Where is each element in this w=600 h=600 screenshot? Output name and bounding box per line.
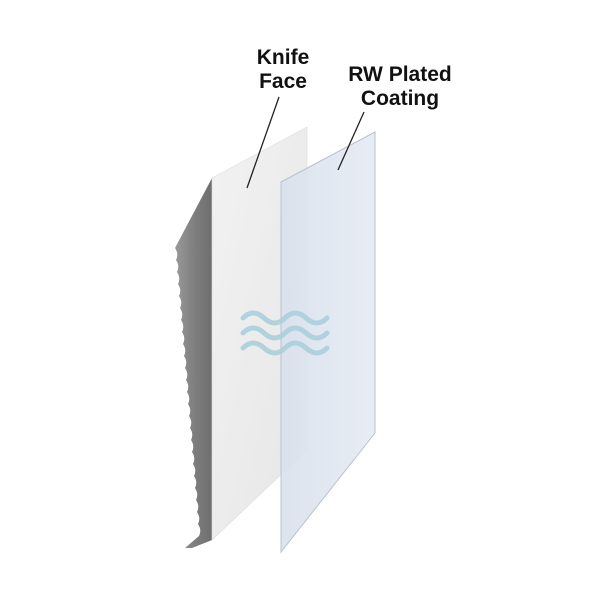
coating-label-line2: Coating xyxy=(360,87,440,110)
coating-label: RW Plated Coating xyxy=(330,63,470,111)
coating-layer xyxy=(280,131,376,554)
knife-face-label-line2: Face xyxy=(259,70,307,93)
knife-face-label-line1: Knife xyxy=(256,46,310,69)
water-waves-icon xyxy=(240,310,330,356)
coating-label-line1: RW Plated xyxy=(348,63,452,86)
coating-leader-line xyxy=(337,111,365,171)
knife-face-label: Knife Face xyxy=(228,46,338,94)
knife-face-leader-line xyxy=(246,96,280,189)
blade-edge xyxy=(175,178,212,548)
